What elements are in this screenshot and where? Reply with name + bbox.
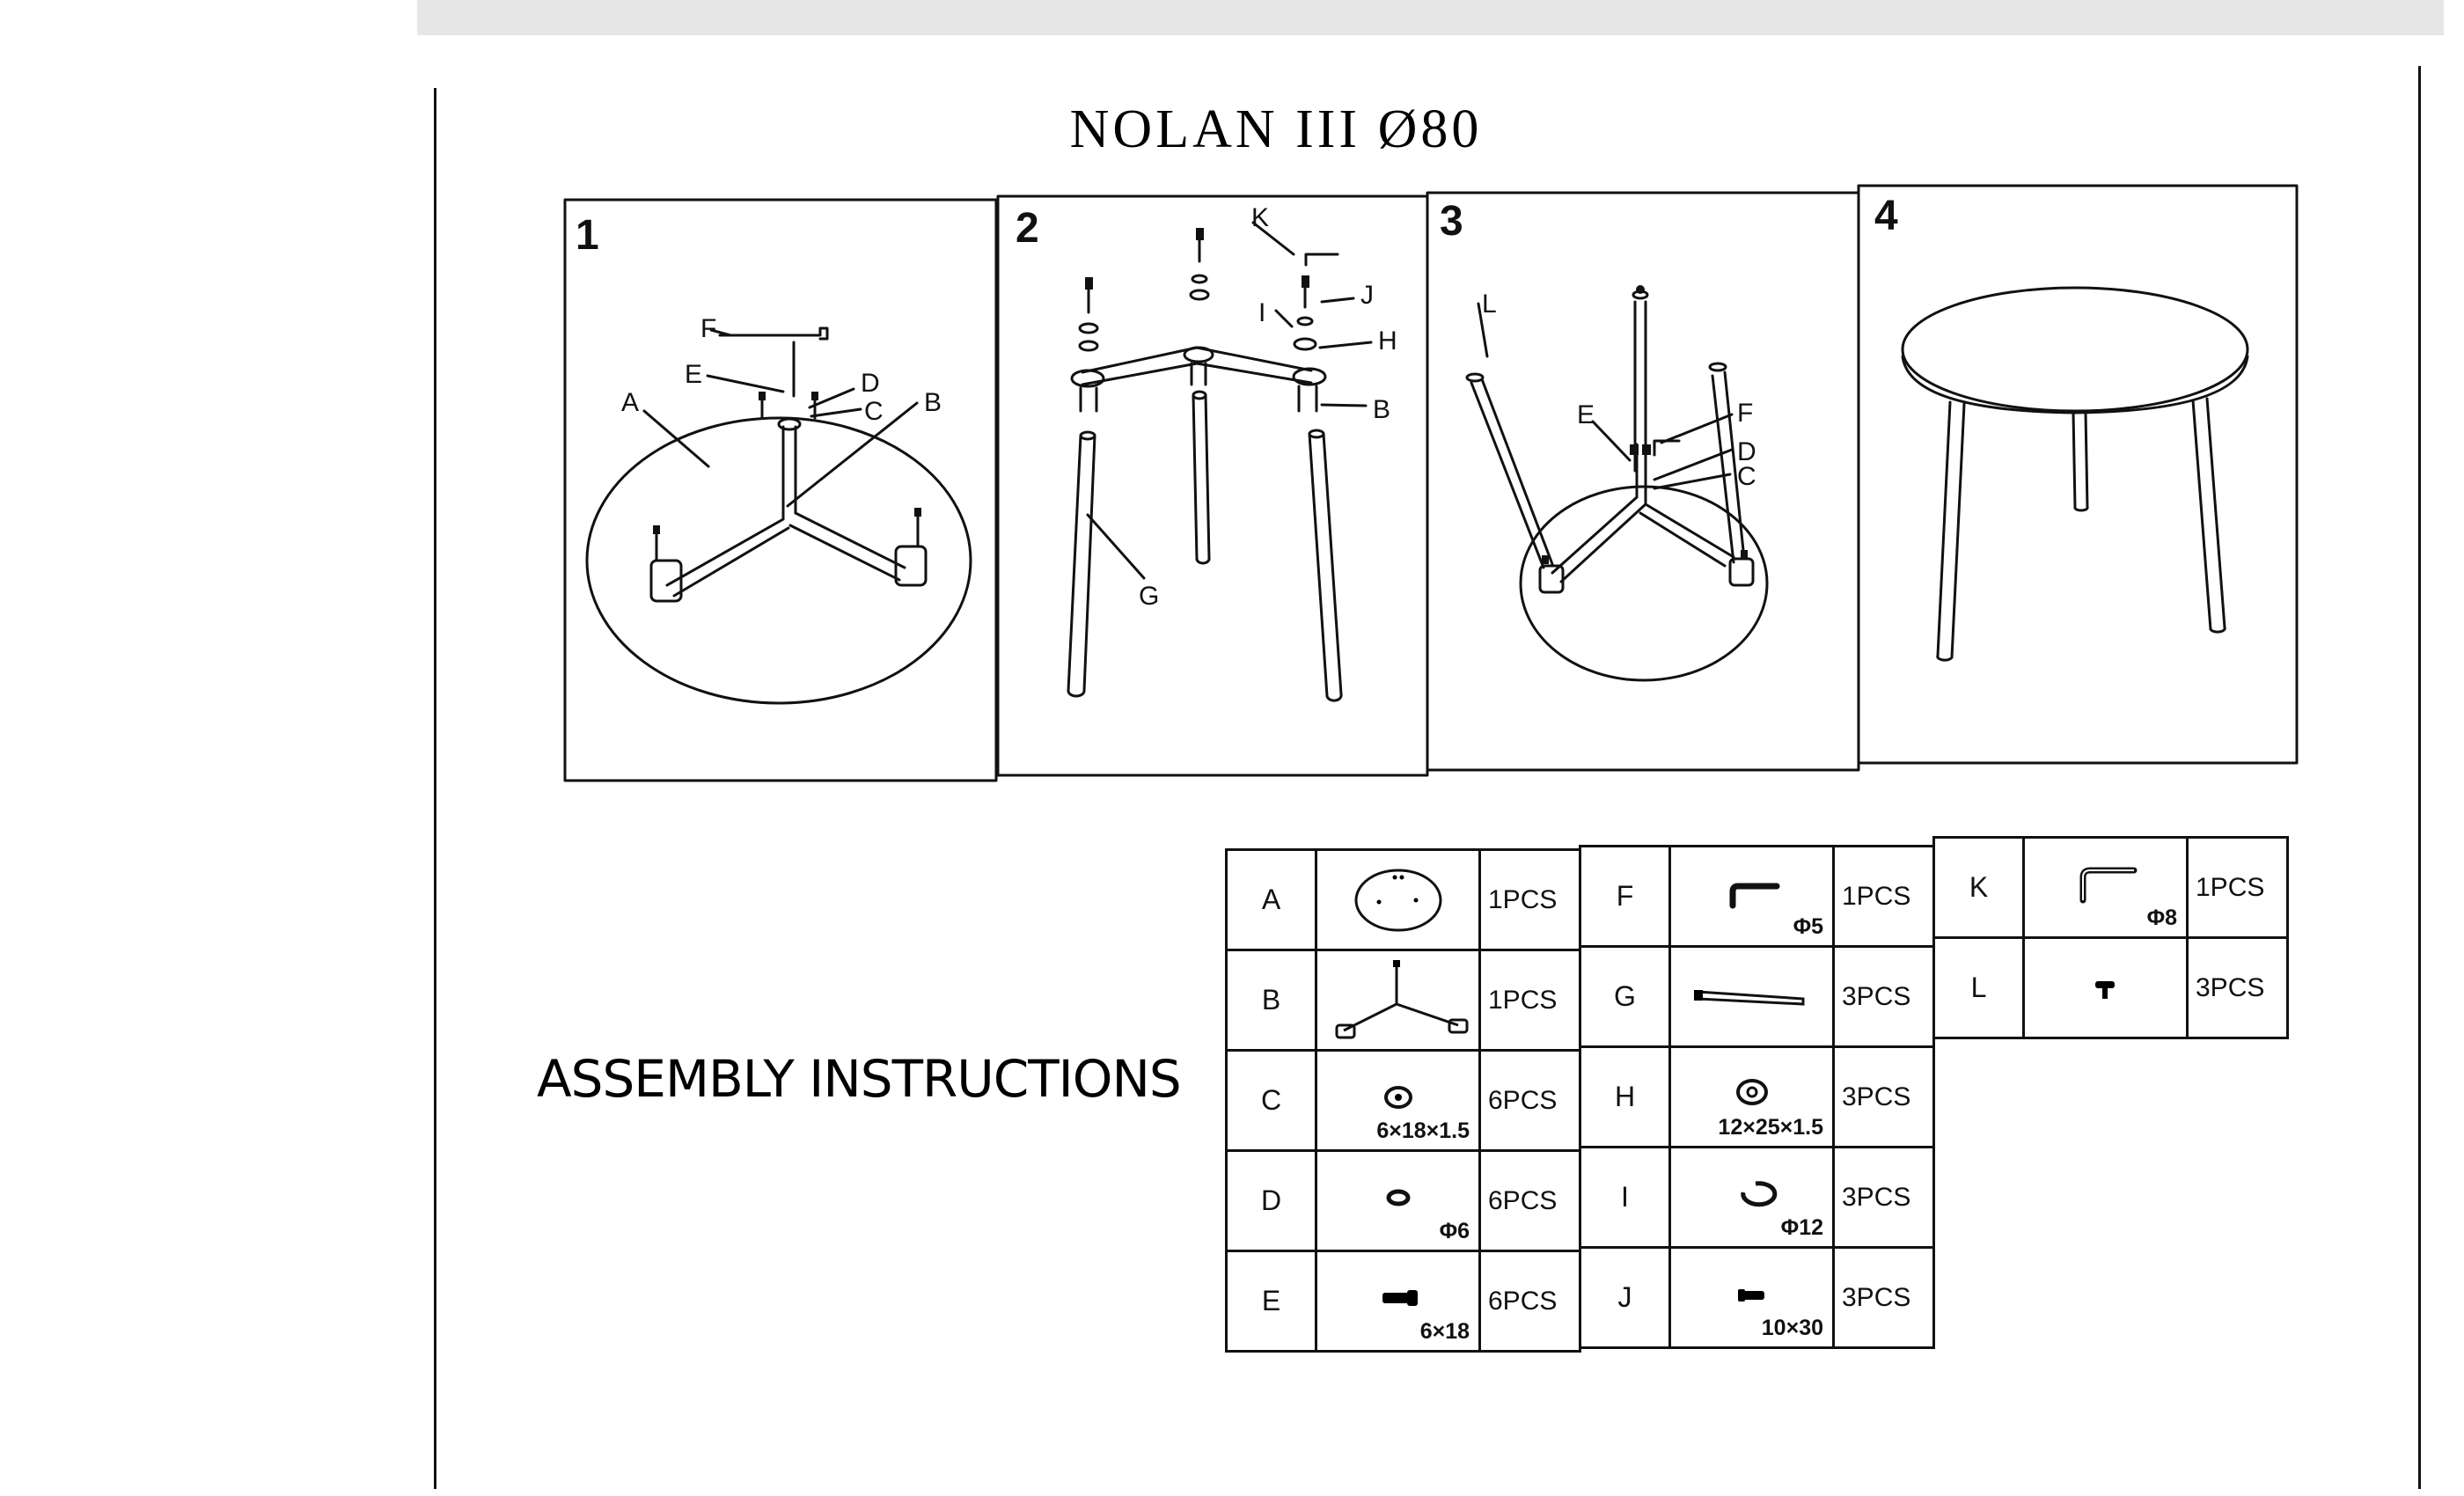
spring-washer-icon: Φ12 bbox=[1668, 1146, 1835, 1249]
svg-text:B: B bbox=[1373, 395, 1390, 424]
step-4-drawing bbox=[1901, 286, 2249, 662]
document-title: NOLAN III Ø80 bbox=[1069, 99, 1483, 159]
part-dimension: 6×18×1.5 bbox=[1376, 1118, 1470, 1143]
part-qty: 3PCS bbox=[1832, 1045, 1935, 1148]
part-letter: A bbox=[1225, 848, 1317, 951]
svg-text:I: I bbox=[1258, 298, 1265, 327]
part-letter: E bbox=[1225, 1250, 1317, 1353]
parts-table-2: F Φ5 1PCS G 3PCS H 12×25×1.5 3PCS I Φ12 … bbox=[1579, 845, 1935, 1349]
part-qty: 3PCS bbox=[2186, 936, 2289, 1039]
page-right-border bbox=[2418, 66, 2421, 1489]
spring-washer-icon: Φ6 bbox=[1315, 1149, 1481, 1252]
part-qty: 6PCS bbox=[1478, 1049, 1581, 1152]
step-1-panel bbox=[563, 198, 998, 782]
tabletop-icon bbox=[1315, 848, 1481, 951]
assembly-instructions-heading: ASSEMBLY INSTRUCTIONS bbox=[537, 1049, 1182, 1109]
part-qty: 1PCS bbox=[1478, 949, 1581, 1052]
step-3-panel bbox=[1426, 191, 1860, 772]
svg-text:F: F bbox=[1737, 399, 1753, 428]
flat-washer-icon: 6×18×1.5 bbox=[1315, 1049, 1481, 1152]
parts-table-1: A 1PCS B 1PCS C 6×18×1.5 6PCS D Φ6 6PCS … bbox=[1225, 848, 1581, 1353]
part-dimension: 12×25×1.5 bbox=[1718, 1115, 1823, 1140]
part-row-c: C 6×18×1.5 6PCS bbox=[1225, 1049, 1581, 1152]
allen-key-icon: Φ5 bbox=[1668, 845, 1835, 948]
part-letter: D bbox=[1225, 1149, 1317, 1252]
part-letter: C bbox=[1225, 1049, 1317, 1152]
parts-table-3: K Φ8 1PCS L 3PCS bbox=[1932, 836, 2289, 1039]
part-letter: K bbox=[1932, 836, 2025, 939]
part-dimension: Φ12 bbox=[1780, 1215, 1823, 1240]
part-row-h: H 12×25×1.5 3PCS bbox=[1579, 1045, 1935, 1148]
part-row-j: J 10×30 3PCS bbox=[1579, 1246, 1935, 1349]
step-4-panel bbox=[1857, 184, 2299, 765]
part-letter: B bbox=[1225, 949, 1317, 1052]
svg-text:C: C bbox=[864, 397, 884, 426]
step-3-number: 3 bbox=[1440, 198, 1463, 245]
bolt-icon: 6×18 bbox=[1315, 1250, 1481, 1353]
step-1-drawing bbox=[585, 326, 972, 705]
svg-text:B: B bbox=[924, 388, 942, 417]
svg-text:C: C bbox=[1737, 462, 1756, 491]
part-row-g: G 3PCS bbox=[1579, 945, 1935, 1048]
leg-icon bbox=[1668, 945, 1835, 1048]
part-qty: 3PCS bbox=[1832, 945, 1935, 1048]
part-letter: F bbox=[1579, 845, 1671, 948]
svg-text:G: G bbox=[1139, 582, 1159, 611]
part-letter: I bbox=[1579, 1146, 1671, 1249]
part-qty: 1PCS bbox=[1832, 845, 1935, 948]
step-3-drawing bbox=[1465, 290, 1769, 682]
svg-text:J: J bbox=[1360, 281, 1374, 310]
base-frame-icon bbox=[1315, 949, 1481, 1052]
part-row-i: I Φ12 3PCS bbox=[1579, 1146, 1935, 1249]
svg-text:H: H bbox=[1378, 326, 1397, 356]
svg-text:D: D bbox=[861, 369, 880, 398]
part-dimension: Φ6 bbox=[1439, 1219, 1470, 1243]
svg-text:E: E bbox=[1577, 400, 1595, 429]
part-row-k: K Φ8 1PCS bbox=[1932, 836, 2289, 939]
allen-key-icon: Φ8 bbox=[2022, 836, 2189, 939]
part-letter: J bbox=[1579, 1246, 1671, 1349]
part-letter: G bbox=[1579, 945, 1671, 1048]
assembly-steps-diagram: 1 2 3 4 FED CBA KJI HBG LEF DC bbox=[563, 184, 2299, 782]
part-qty: 3PCS bbox=[1832, 1246, 1935, 1349]
part-qty: 6PCS bbox=[1478, 1250, 1581, 1353]
part-row-e: E 6×18 6PCS bbox=[1225, 1250, 1581, 1353]
part-dimension: Φ8 bbox=[2146, 906, 2177, 930]
svg-text:A: A bbox=[621, 388, 639, 417]
svg-text:L: L bbox=[1482, 290, 1497, 319]
part-qty: 6PCS bbox=[1478, 1149, 1581, 1252]
svg-text:E: E bbox=[685, 360, 702, 389]
part-row-a: A 1PCS bbox=[1225, 848, 1581, 951]
page-left-border bbox=[434, 88, 436, 1489]
part-qty: 1PCS bbox=[2186, 836, 2289, 939]
part-dimension: Φ5 bbox=[1793, 914, 1823, 939]
part-letter: H bbox=[1579, 1045, 1671, 1148]
step-2-number: 2 bbox=[1016, 205, 1039, 252]
part-qty: 3PCS bbox=[1832, 1146, 1935, 1249]
foot-cap-icon bbox=[2022, 936, 2189, 1039]
step-1-number: 1 bbox=[576, 212, 599, 259]
svg-text:F: F bbox=[700, 314, 716, 343]
part-row-l: L 3PCS bbox=[1932, 936, 2289, 1039]
part-row-f: F Φ5 1PCS bbox=[1579, 845, 1935, 948]
part-dimension: 10×30 bbox=[1761, 1316, 1823, 1340]
svg-text:K: K bbox=[1251, 203, 1269, 232]
part-row-b: B 1PCS bbox=[1225, 949, 1581, 1052]
flat-washer-icon: 12×25×1.5 bbox=[1668, 1045, 1835, 1148]
part-letter: L bbox=[1932, 936, 2025, 1039]
part-dimension: 6×18 bbox=[1419, 1319, 1470, 1344]
step-4-number: 4 bbox=[1874, 193, 1898, 239]
bolt-icon: 10×30 bbox=[1668, 1246, 1835, 1349]
scan-top-band bbox=[417, 0, 2444, 35]
svg-text:D: D bbox=[1737, 437, 1756, 466]
part-row-d: D Φ6 6PCS bbox=[1225, 1149, 1581, 1252]
part-qty: 1PCS bbox=[1478, 848, 1581, 951]
step-2-drawing bbox=[1067, 221, 1373, 702]
